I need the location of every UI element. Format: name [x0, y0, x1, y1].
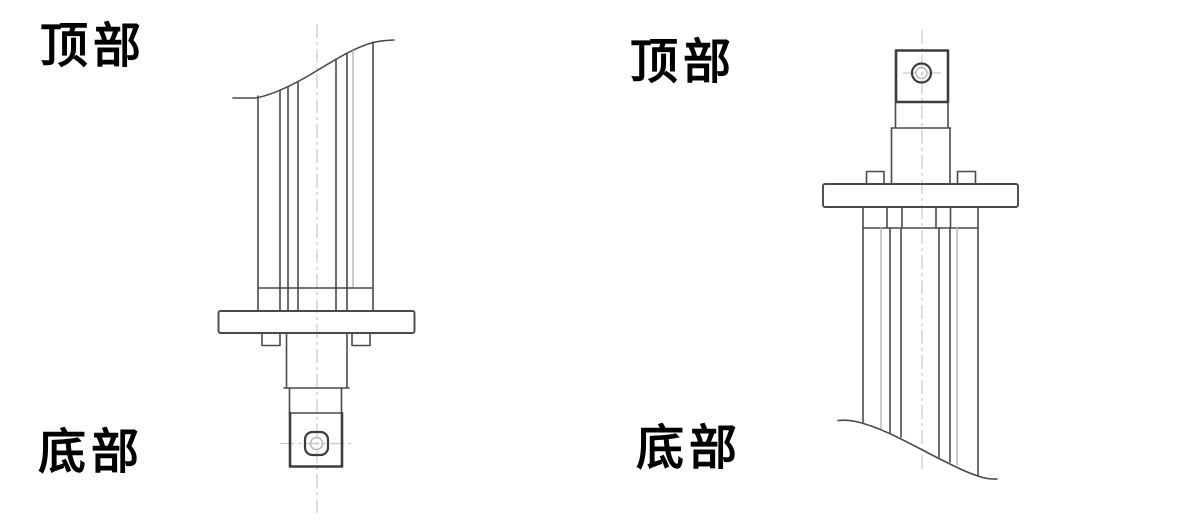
left-view-top-label: 顶部: [40, 20, 147, 73]
left-blade-side-view: [217, 24, 416, 516]
right-neck: [891, 101, 952, 129]
right-view-top-label: 顶部: [630, 36, 737, 89]
right-bolt-tabs: [865, 170, 977, 185]
right-clevis-block: [894, 49, 950, 104]
left-clevis-block: [288, 411, 344, 468]
left-bolt-tabs: [261, 332, 371, 347]
left-neck: [288, 387, 343, 414]
right-flange: [822, 183, 1019, 208]
right-view-bottom-label: 底部: [636, 422, 743, 475]
left-view-bottom-label: 底部: [38, 426, 145, 479]
right-blade-tip-curve: [837, 419, 998, 480]
left-flange: [217, 310, 416, 334]
left-blade-tip-curve: [232, 39, 395, 99]
left-pin-hole: [303, 430, 330, 457]
right-blade-side-view: [822, 30, 1019, 480]
left-blade-airfoil: [257, 41, 374, 312]
right-blade-root: [862, 206, 979, 229]
right-pin-hole: [910, 62, 933, 84]
right-shaft: [890, 127, 951, 185]
right-blade-airfoil: [862, 227, 979, 477]
left-shaft: [283, 332, 350, 389]
